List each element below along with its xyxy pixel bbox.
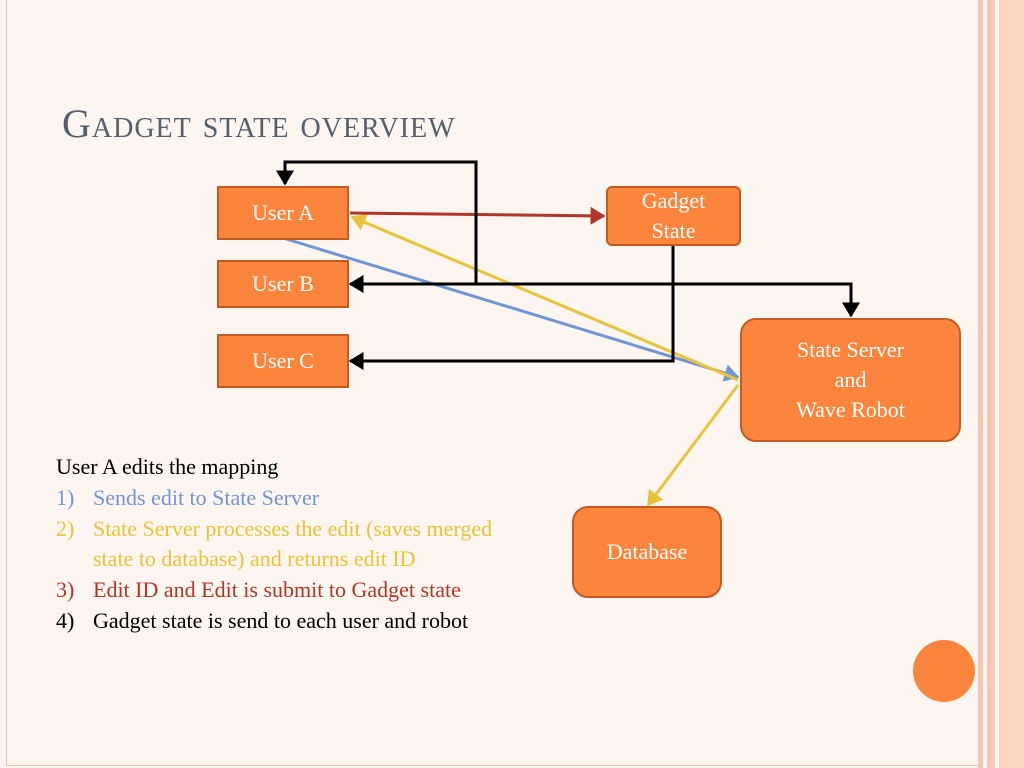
node-user-b-label: User B (252, 271, 314, 296)
step-number: 1) (56, 484, 75, 510)
step-text: Sends edit to State Server (93, 484, 320, 510)
node-user-a-label: User A (252, 200, 314, 225)
node-user-c: User C (217, 334, 349, 388)
step-number: 3) (56, 577, 75, 603)
step-number: 4) (56, 607, 75, 633)
slide-title: Gadget state overview (62, 101, 456, 146)
node-user-b: User B (217, 260, 349, 308)
decorative-circle (913, 640, 975, 702)
arrow-step4-to-user-a (276, 160, 478, 283)
node-user-c-label: User C (252, 348, 314, 373)
slide-frame (6, 0, 978, 766)
steps-list: User A edits the mapping 1) Sends edit t… (56, 452, 506, 637)
node-database: Database (572, 506, 722, 598)
node-state-server-label: State Server and Wave Robot (796, 337, 905, 422)
step-item-4: 4) Gadget state is send to each user and… (56, 606, 506, 637)
node-database-label: Database (606, 539, 688, 564)
step-item-3: 3) Edit ID and Edit is submit to Gadget … (56, 575, 506, 606)
decorative-stripes (978, 0, 1024, 768)
arrow-step4-to-state-server (673, 282, 860, 318)
step-text: Gadget state is send to each user and ro… (93, 607, 469, 633)
node-gadget-state: Gadget State (606, 186, 741, 246)
arrow-step2-state-server-to-database (646, 384, 740, 507)
node-state-server: State Server and Wave Robot (740, 318, 961, 442)
step-text: Edit ID and Edit is submit to Gadget sta… (93, 577, 461, 603)
step-item-1: 1) Sends edit to State Server (56, 483, 506, 514)
step-item-2: 2) State Server processes the edit (save… (56, 514, 506, 576)
arrow-step1-user-a-to-state-server (282, 236, 740, 382)
node-gadget-state-label: Gadget State (641, 188, 706, 243)
step-text: State Server processes the edit (saves m… (93, 515, 493, 572)
step-number: 2) (56, 515, 75, 541)
steps-intro: User A edits the mapping (56, 454, 279, 479)
arrow-step4-to-user-c (348, 246, 675, 370)
node-user-a: User A (217, 186, 349, 240)
